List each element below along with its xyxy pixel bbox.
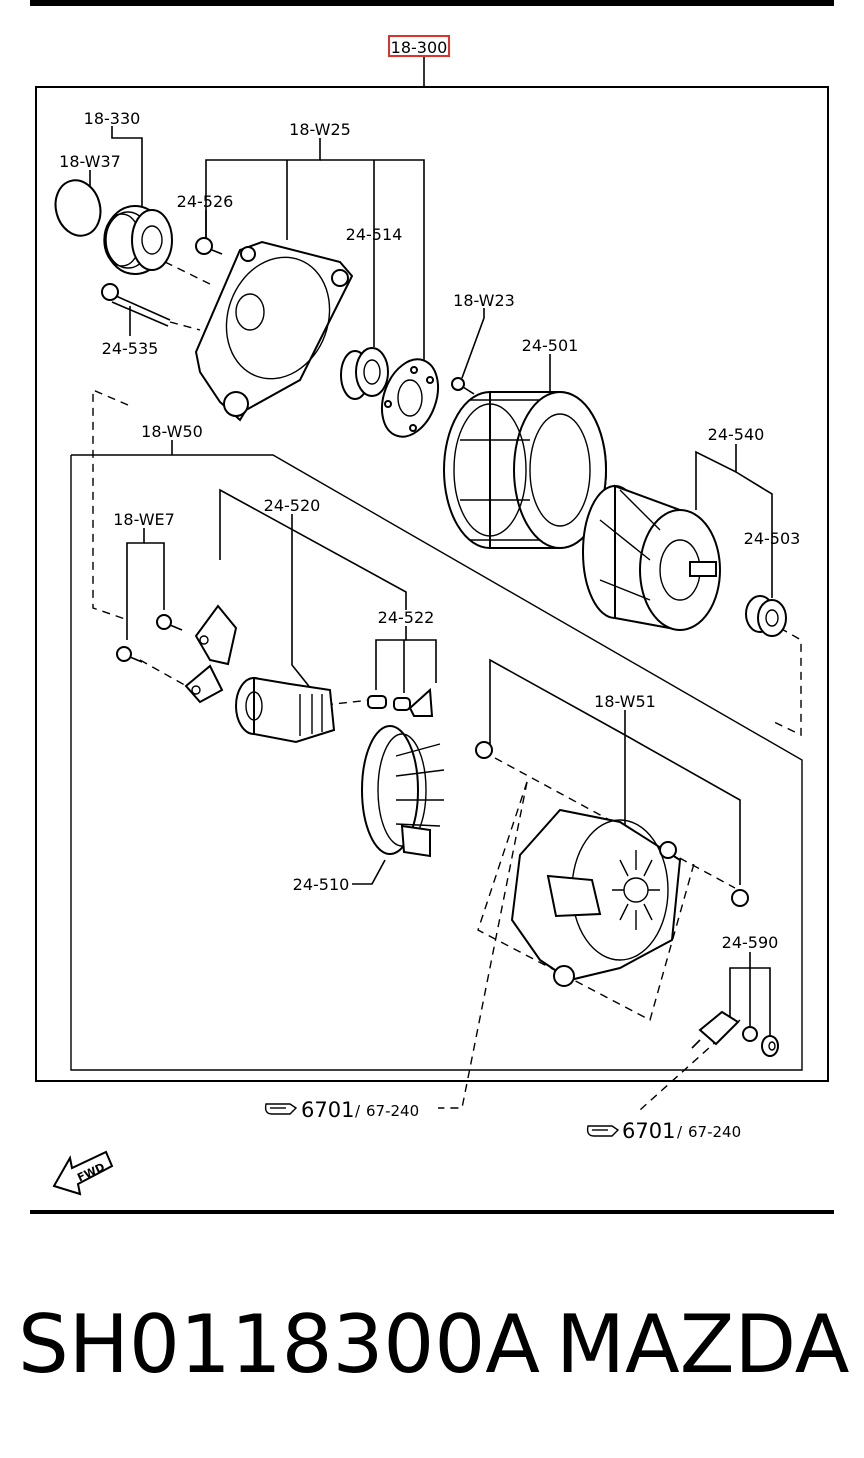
footer: SH0118300A MAZDA (0, 1290, 864, 1400)
terminal-bracket[interactable] (184, 604, 238, 704)
dashed-path-left (92, 388, 129, 621)
top-rule (30, 0, 834, 6)
terminal-nut[interactable] (742, 1026, 758, 1042)
reference-2-sub: 67-240 (688, 1123, 741, 1141)
label-18-we7[interactable]: 18-WE7 (113, 510, 175, 529)
screw-526[interactable] (195, 237, 223, 255)
dashed-path-ref1 (438, 781, 528, 1109)
dashed-line-brush (324, 699, 371, 706)
bottom-rule (30, 1210, 834, 1214)
pointing-hand-icon (586, 1125, 620, 1137)
label-24-510[interactable]: 24-510 (293, 875, 350, 894)
label-24-503[interactable]: 24-503 (744, 529, 801, 548)
terminal-bolt[interactable] (691, 1010, 740, 1049)
reference-1-separator: / (355, 1102, 361, 1120)
reference-1-sub: 67-240 (366, 1102, 419, 1120)
rectifier[interactable] (361, 725, 445, 858)
rear-bearing[interactable] (745, 595, 787, 637)
brush-set[interactable] (367, 687, 434, 717)
screw-we7-upper[interactable] (156, 614, 183, 631)
label-24-522[interactable]: 24-522 (378, 608, 435, 627)
label-24-535[interactable]: 24-535 (102, 339, 159, 358)
label-18-330[interactable]: 18-330 (84, 109, 141, 128)
label-24-514[interactable]: 24-514 (346, 225, 403, 244)
reference-2-separator: / (677, 1123, 683, 1141)
assembly-label-highlight (388, 35, 450, 57)
label-24-526[interactable]: 24-526 (177, 192, 234, 211)
bearing-retainer[interactable] (372, 352, 448, 445)
label-24-520[interactable]: 24-520 (264, 496, 321, 515)
assembly-frame (35, 86, 829, 1082)
nut-w51-left[interactable] (475, 741, 493, 759)
reference-1[interactable]: 6701 / 67-240 (264, 1098, 420, 1122)
pointing-hand-icon (264, 1103, 298, 1115)
leader-lines (89, 126, 773, 1038)
terminal-cap[interactable] (761, 1035, 779, 1057)
nut-w51-right[interactable] (731, 889, 749, 907)
screw-w23[interactable] (451, 377, 475, 395)
dashed-path-right (769, 627, 802, 737)
label-24-501[interactable]: 24-501 (522, 336, 579, 355)
label-18-w25[interactable]: 18-W25 (289, 120, 351, 139)
reference-2-main: 6701 (622, 1119, 675, 1143)
assembly-label[interactable]: 18-300 (391, 38, 448, 57)
label-24-590[interactable]: 24-590 (722, 933, 779, 952)
label-18-w50[interactable]: 18-W50 (141, 422, 203, 441)
label-18-w23[interactable]: 18-W23 (453, 291, 515, 310)
screw-we7-lower[interactable] (116, 646, 143, 663)
dashed-line-screws (139, 659, 191, 689)
brand-name: MAZDA (556, 1298, 850, 1391)
reference-2[interactable]: 6701 / 67-240 (586, 1119, 742, 1143)
front-bearing[interactable] (340, 347, 389, 400)
pulley[interactable] (103, 205, 173, 275)
dashed-line-nuts (494, 757, 736, 889)
sub-assembly-outline (70, 454, 803, 1071)
through-bolt[interactable] (101, 283, 171, 327)
dashed-line-pulley (164, 261, 213, 286)
part-number: SH0118300A (18, 1298, 540, 1391)
dashed-line-bolt (169, 321, 201, 331)
label-18-w51[interactable]: 18-W51 (594, 692, 656, 711)
front-housing[interactable] (194, 240, 354, 422)
rotor[interactable] (582, 484, 721, 632)
label-18-w37[interactable]: 18-W37 (59, 152, 121, 171)
label-24-540[interactable]: 24-540 (708, 425, 765, 444)
voltage-regulator[interactable] (235, 676, 336, 744)
fwd-arrow-icon: FWD (52, 1150, 114, 1196)
dashed-path-ref2 (639, 1019, 741, 1111)
rear-housing[interactable] (510, 808, 682, 987)
reference-1-main: 6701 (301, 1098, 354, 1122)
stator[interactable] (443, 391, 607, 549)
cover-disc[interactable] (50, 175, 107, 240)
exploded-parts-diagram: 18-300 (30, 0, 834, 1214)
